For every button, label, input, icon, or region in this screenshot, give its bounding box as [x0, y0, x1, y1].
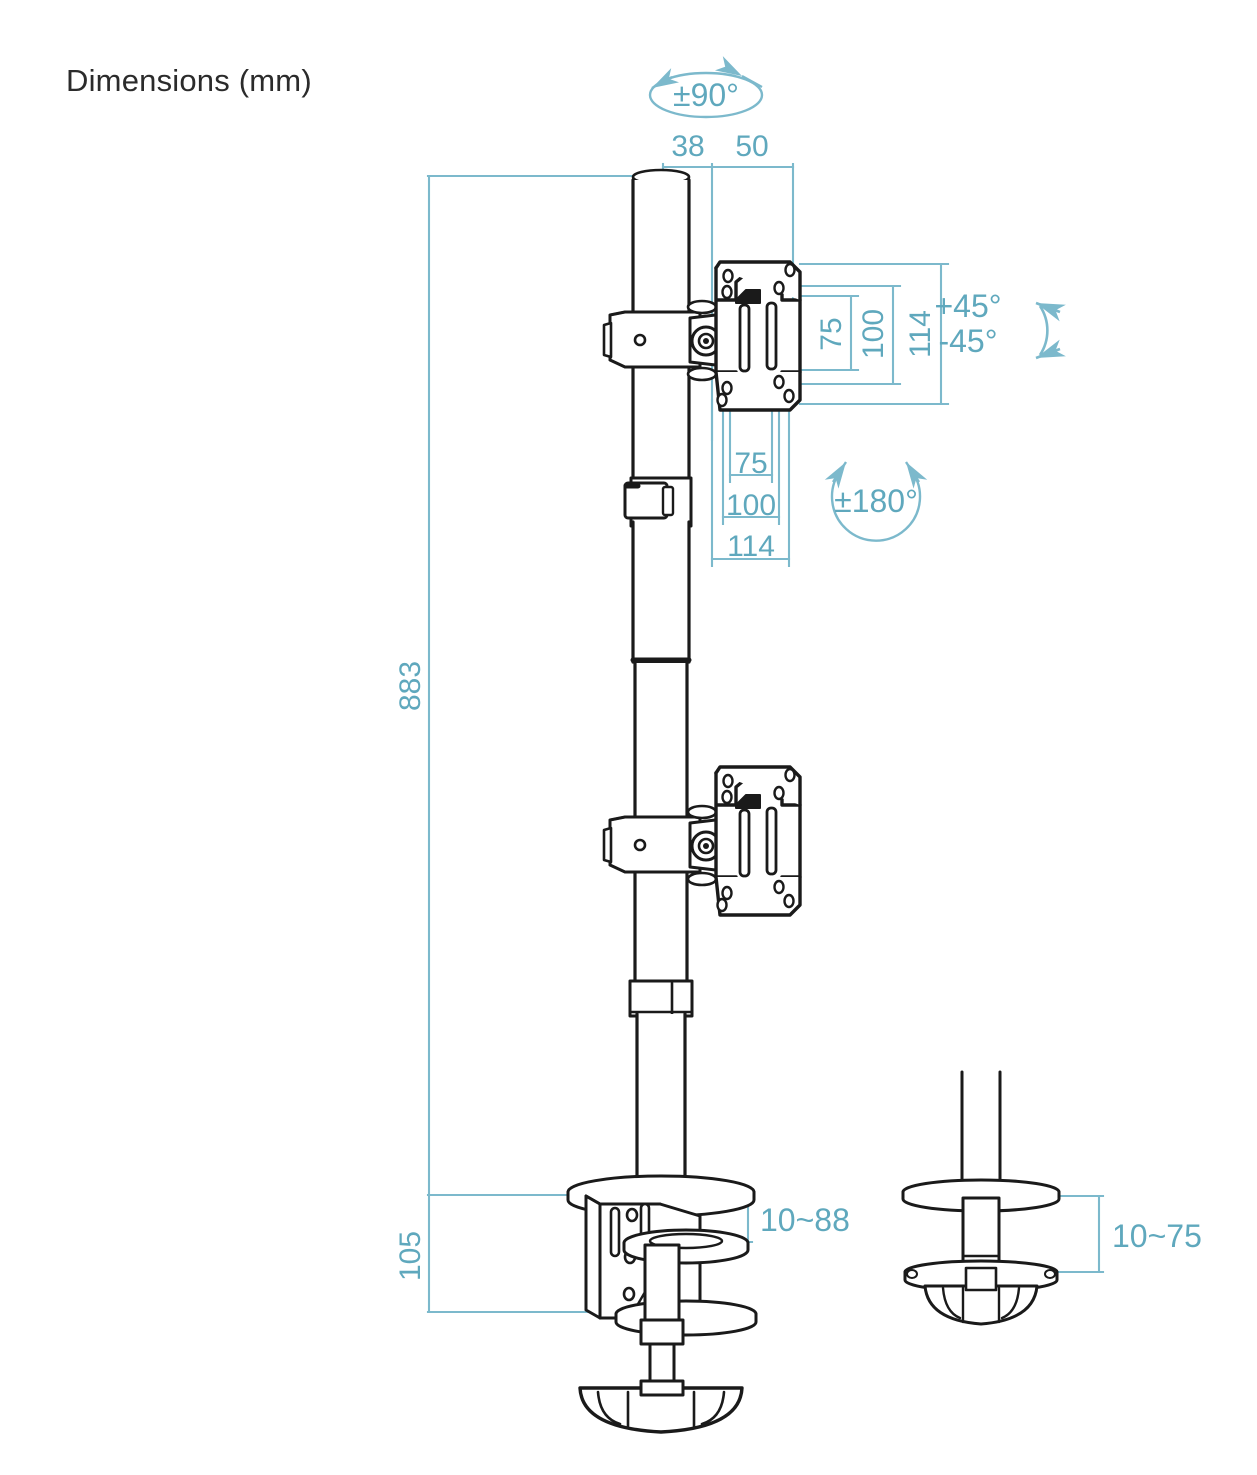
label-tilt-up: +45°	[934, 288, 1001, 324]
grommet-mount	[901, 1070, 1061, 1326]
dimension-lines-group	[426, 162, 1105, 1314]
clamp-upper-pad	[622, 1228, 750, 1265]
label-swivel: ±90°	[673, 77, 739, 113]
label-grommet-range: 10~75	[1112, 1218, 1202, 1254]
label-vesa-v-114: 114	[904, 310, 937, 358]
upper-monitor-bracket	[602, 260, 802, 412]
label-clamp-105: 105	[394, 1231, 427, 1281]
label-vesa-v-75: 75	[815, 317, 848, 350]
label-vesa-h-100: 100	[726, 489, 776, 522]
rotate-arc	[830, 469, 922, 542]
product-outline-group	[566, 168, 1061, 1434]
dimension-labels-group: ±90° 38 50 883 105 75 100 114 75 100 114…	[394, 77, 1202, 1281]
label-rotate-180: ±180°	[834, 483, 918, 519]
tilt-arrow-down	[1035, 339, 1066, 360]
swivel-symbol	[648, 56, 764, 119]
pole-coupling	[628, 979, 694, 1018]
label-clamp-range: 10~88	[760, 1202, 850, 1238]
rotate-arrow-right	[904, 461, 928, 489]
swivel-arrow-left	[651, 68, 680, 90]
pole-bottom-segment	[635, 1012, 687, 1194]
swivel-ellipse	[648, 71, 764, 119]
rotate-symbol	[824, 461, 928, 542]
clamp-knob	[578, 1379, 744, 1434]
clamp-screw-shaft	[639, 1243, 685, 1388]
pole-mid-segment	[630, 520, 692, 664]
tilt-arc	[1038, 305, 1049, 356]
label-tilt-down: -45°	[938, 323, 997, 359]
label-vesa-v-100: 100	[857, 309, 890, 359]
clamp-bottom-pad	[614, 1299, 758, 1337]
label-vesa-h-114: 114	[727, 530, 775, 563]
tilt-symbol	[1035, 301, 1066, 360]
tilt-arrow-up	[1035, 301, 1066, 322]
cable-clip	[623, 476, 693, 528]
swivel-arrow-right	[714, 56, 763, 89]
rotate-arrow-left	[824, 461, 848, 489]
label-vesa-h-75: 75	[734, 447, 767, 480]
label-offset-38: 38	[671, 130, 704, 163]
label-offset-50: 50	[735, 130, 768, 163]
label-height-883: 883	[394, 661, 427, 711]
page-title: Dimensions (mm)	[66, 63, 312, 98]
lower-monitor-bracket	[602, 765, 802, 917]
